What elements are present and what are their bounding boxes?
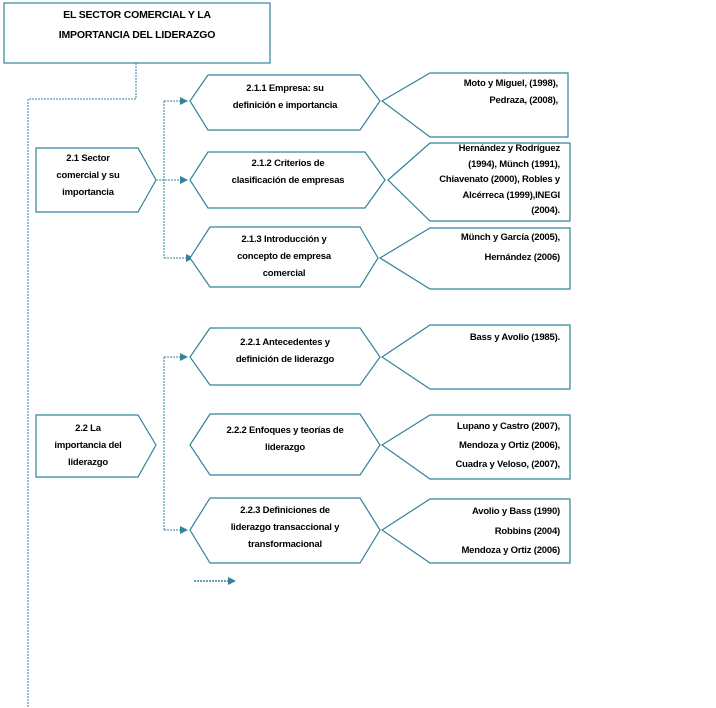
topic-label-2-1-3: 2.1.3 Introducción y concepto de empresa… xyxy=(237,234,331,279)
refs-text-2-1-2: Hernández y Rodríguez (1994), Münch (199… xyxy=(439,143,560,216)
refs-text-2-2-2: Lupano y Castro (2007), Mendoza y Ortiz … xyxy=(455,421,561,470)
topic-label-2-1-1: 2.1.1 Empresa: su definición e importanc… xyxy=(232,83,338,111)
topic-box-2-2-1 xyxy=(189,327,381,386)
refs-box-2-1-1 xyxy=(380,72,569,138)
branch-connectors-2-2 xyxy=(163,353,188,534)
topic-label-2-2-2: 2.2.2 Enfoques y teorías de liderazgo xyxy=(226,425,344,453)
branch-connectors-2-1 xyxy=(156,97,194,262)
refs-text-2-2-3: Avolio y Bass (1990) Robbins (2004) Mend… xyxy=(461,506,560,556)
section-label-2-1: 2.1 Sector comercial y su importancia xyxy=(56,153,120,198)
refs-box-2-2-3 xyxy=(380,498,571,564)
refs-box-2-2-1 xyxy=(380,324,571,390)
topic-box-2-1-3 xyxy=(189,226,379,288)
refs-text-2-1-1: Moto y Miguel, (1998), Pedraza, (2008), xyxy=(463,78,559,106)
section-label-2-2: 2.2 La importancia del liderazgo xyxy=(54,423,122,468)
section-box-2-1 xyxy=(35,147,157,213)
title-connector xyxy=(27,63,137,708)
refs-text-2-1-3: Münch y García (2005), Hernández (2006) xyxy=(460,232,560,263)
title-box xyxy=(3,2,271,64)
refs-box-2-2-2 xyxy=(380,414,571,480)
topic-box-2-1-2 xyxy=(189,151,386,209)
diagram-title: EL SECTOR COMERCIAL Y LA IMPORTANCIA DEL… xyxy=(58,9,216,41)
topic-box-2-1-1 xyxy=(189,74,381,131)
topic-box-2-2-3 xyxy=(189,497,381,564)
refs-box-2-1-2 xyxy=(387,142,571,222)
topic-box-2-2-2 xyxy=(189,413,381,476)
refs-box-2-1-3 xyxy=(378,227,571,290)
section-box-2-2 xyxy=(35,414,157,478)
topic-label-2-2-3: 2.2.3 Definiciones de liderazgo transacc… xyxy=(230,505,340,550)
topic-label-2-2-1: 2.2.1 Antecedentes y definición de lider… xyxy=(235,337,335,365)
topic-label-2-1-2: 2.1.2 Criterios de clasificación de empr… xyxy=(231,158,345,186)
refs-text-2-2-1: Bass y Avolio (1985). xyxy=(469,332,560,343)
